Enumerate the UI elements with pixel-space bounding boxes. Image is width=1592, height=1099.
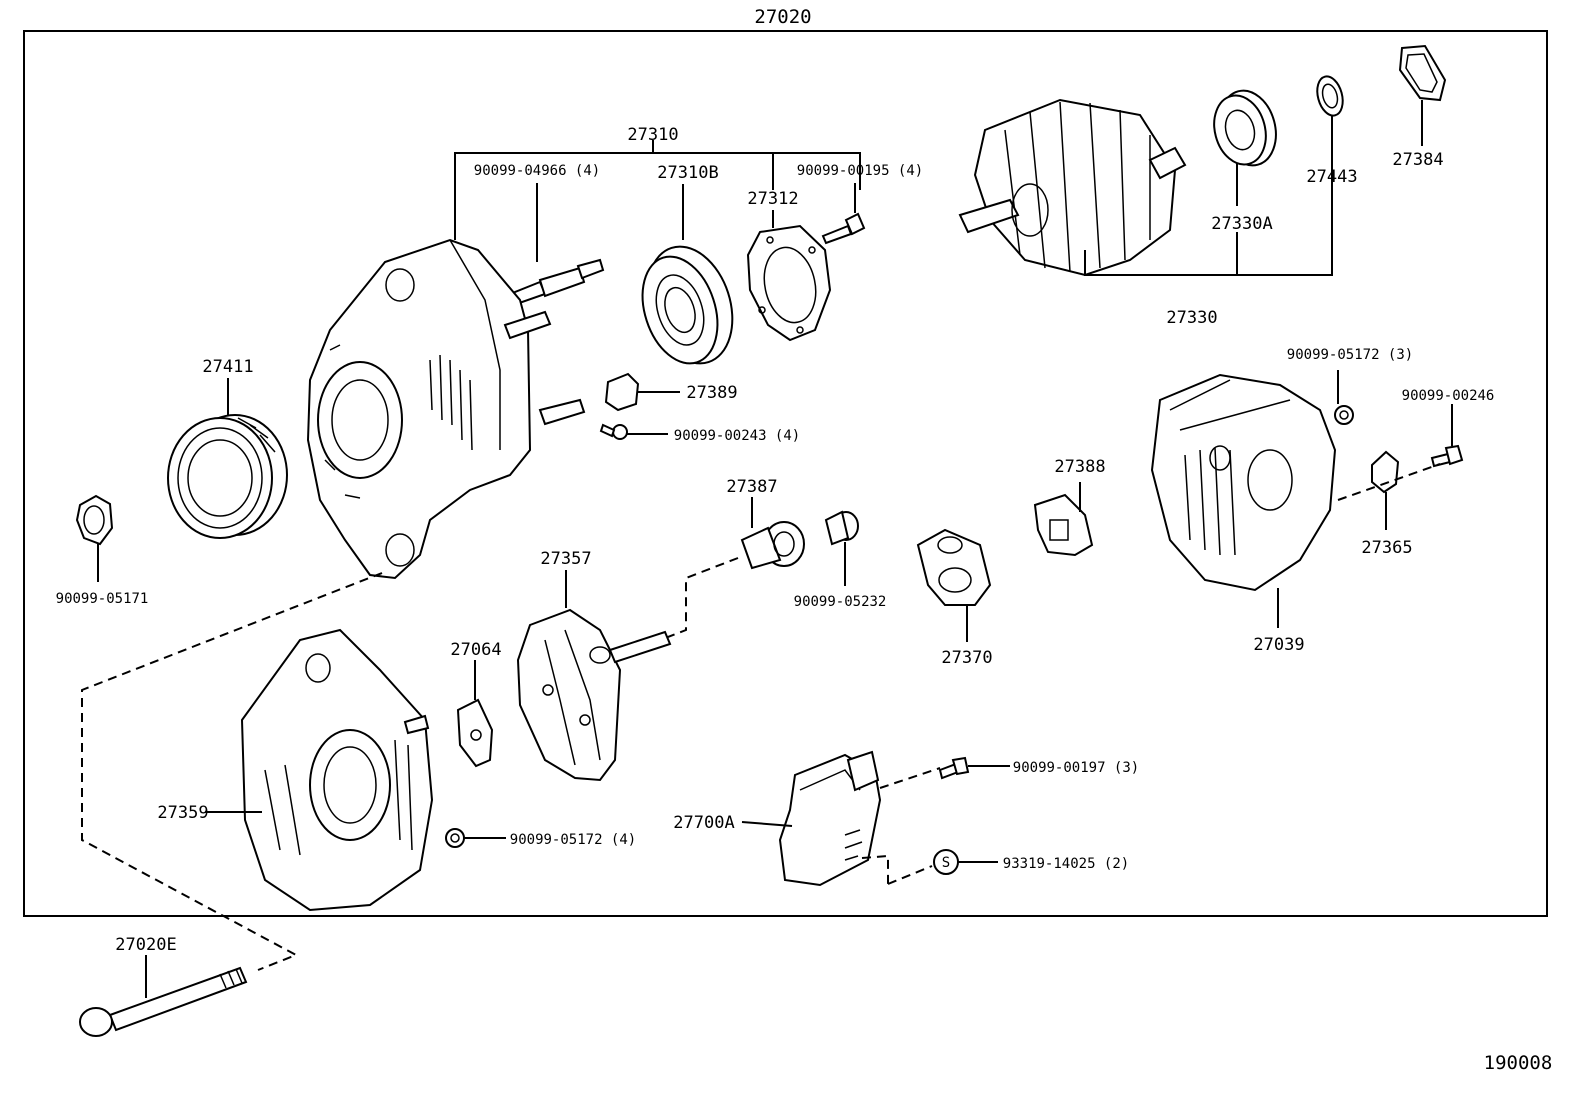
label-93319-14025: 93319-14025 (2) bbox=[1003, 856, 1129, 872]
label-27310: 27310 bbox=[627, 125, 678, 145]
label-27064: 27064 bbox=[450, 640, 501, 660]
stud-bolt-90099-04966 bbox=[498, 183, 605, 310]
screw-93319-14025 bbox=[887, 849, 998, 885]
drive-end-frame bbox=[306, 238, 586, 580]
screw-90099-00243 bbox=[599, 423, 668, 440]
screw-90099-00195 bbox=[821, 183, 866, 245]
terminal-insulator-27365 bbox=[1337, 450, 1441, 530]
pulley-27411 bbox=[167, 378, 288, 539]
retainer-plate-27312 bbox=[746, 210, 832, 342]
screw-90099-00197 bbox=[938, 756, 1010, 780]
label-27020E: 27020E bbox=[115, 935, 176, 955]
regulator-27700A bbox=[741, 750, 941, 887]
label-27365: 27365 bbox=[1361, 538, 1412, 558]
label-27388: 27388 bbox=[1054, 457, 1105, 477]
bearing-27330A bbox=[1213, 89, 1277, 167]
label-27039: 27039 bbox=[1253, 635, 1304, 655]
nut-90099-05171 bbox=[75, 494, 114, 582]
washer-27443 bbox=[1316, 75, 1344, 117]
rectifier-27357 bbox=[516, 570, 672, 782]
label-27384: 27384 bbox=[1392, 150, 1443, 170]
assembly-number-label: 27020 bbox=[754, 6, 811, 28]
screw-90099-00246 bbox=[1430, 404, 1464, 468]
label-90099-05232: 90099-05232 bbox=[794, 594, 887, 610]
label-90099-04966: 90099-04966 (4) bbox=[474, 163, 600, 179]
label-27387: 27387 bbox=[726, 477, 777, 497]
label-27330A: 27330A bbox=[1211, 214, 1272, 234]
label-27357: 27357 bbox=[540, 549, 591, 569]
label-90099-00197: 90099-00197 (3) bbox=[1013, 760, 1139, 776]
label-27312: 27312 bbox=[747, 189, 798, 209]
assembly-path-rectifier bbox=[659, 557, 739, 641]
rectifier-end-frame-27359 bbox=[205, 628, 434, 912]
assembly-path-through-bolt bbox=[81, 572, 383, 971]
label-27700A: 27700A bbox=[673, 813, 734, 833]
label-27443: 27443 bbox=[1306, 167, 1357, 187]
s-symbol: S bbox=[942, 855, 950, 871]
rotor-27330 bbox=[958, 98, 1333, 277]
assembly-frame bbox=[23, 30, 1548, 917]
label-90099-05171: 90099-05171 bbox=[56, 591, 149, 607]
bearing-27310B bbox=[641, 184, 734, 365]
nut-90099-05172-3 bbox=[1334, 370, 1354, 425]
brush-holder-27370 bbox=[916, 528, 992, 642]
through-bolt-27020E bbox=[79, 955, 248, 1037]
label-27411: 27411 bbox=[202, 357, 253, 377]
label-90099-00246: 90099-00246 bbox=[1402, 388, 1495, 404]
cover-27384 bbox=[1398, 44, 1447, 146]
insulator-27389 bbox=[604, 372, 680, 412]
bushing-27387 bbox=[740, 497, 805, 570]
holder-27388 bbox=[1033, 482, 1094, 557]
nut-90099-05172-4 bbox=[445, 828, 506, 848]
label-27370: 27370 bbox=[941, 648, 992, 668]
label-90099-05172-4: 90099-05172 (4) bbox=[510, 832, 636, 848]
page-code-label: 190008 bbox=[1484, 1052, 1553, 1074]
label-27359: 27359 bbox=[157, 803, 208, 823]
label-90099-05172-3: 90099-05172 (3) bbox=[1287, 347, 1413, 363]
label-27310B: 27310B bbox=[657, 163, 718, 183]
label-27330: 27330 bbox=[1166, 308, 1217, 328]
label-90099-00243: 90099-00243 (4) bbox=[674, 428, 800, 444]
rear-cover-27039 bbox=[1150, 373, 1337, 628]
bracket-27310 bbox=[454, 140, 861, 240]
insulator-27064 bbox=[456, 660, 494, 768]
label-27389: 27389 bbox=[686, 383, 737, 403]
sleeve-90099-05232 bbox=[824, 510, 859, 586]
label-90099-00195: 90099-00195 (4) bbox=[797, 163, 923, 179]
